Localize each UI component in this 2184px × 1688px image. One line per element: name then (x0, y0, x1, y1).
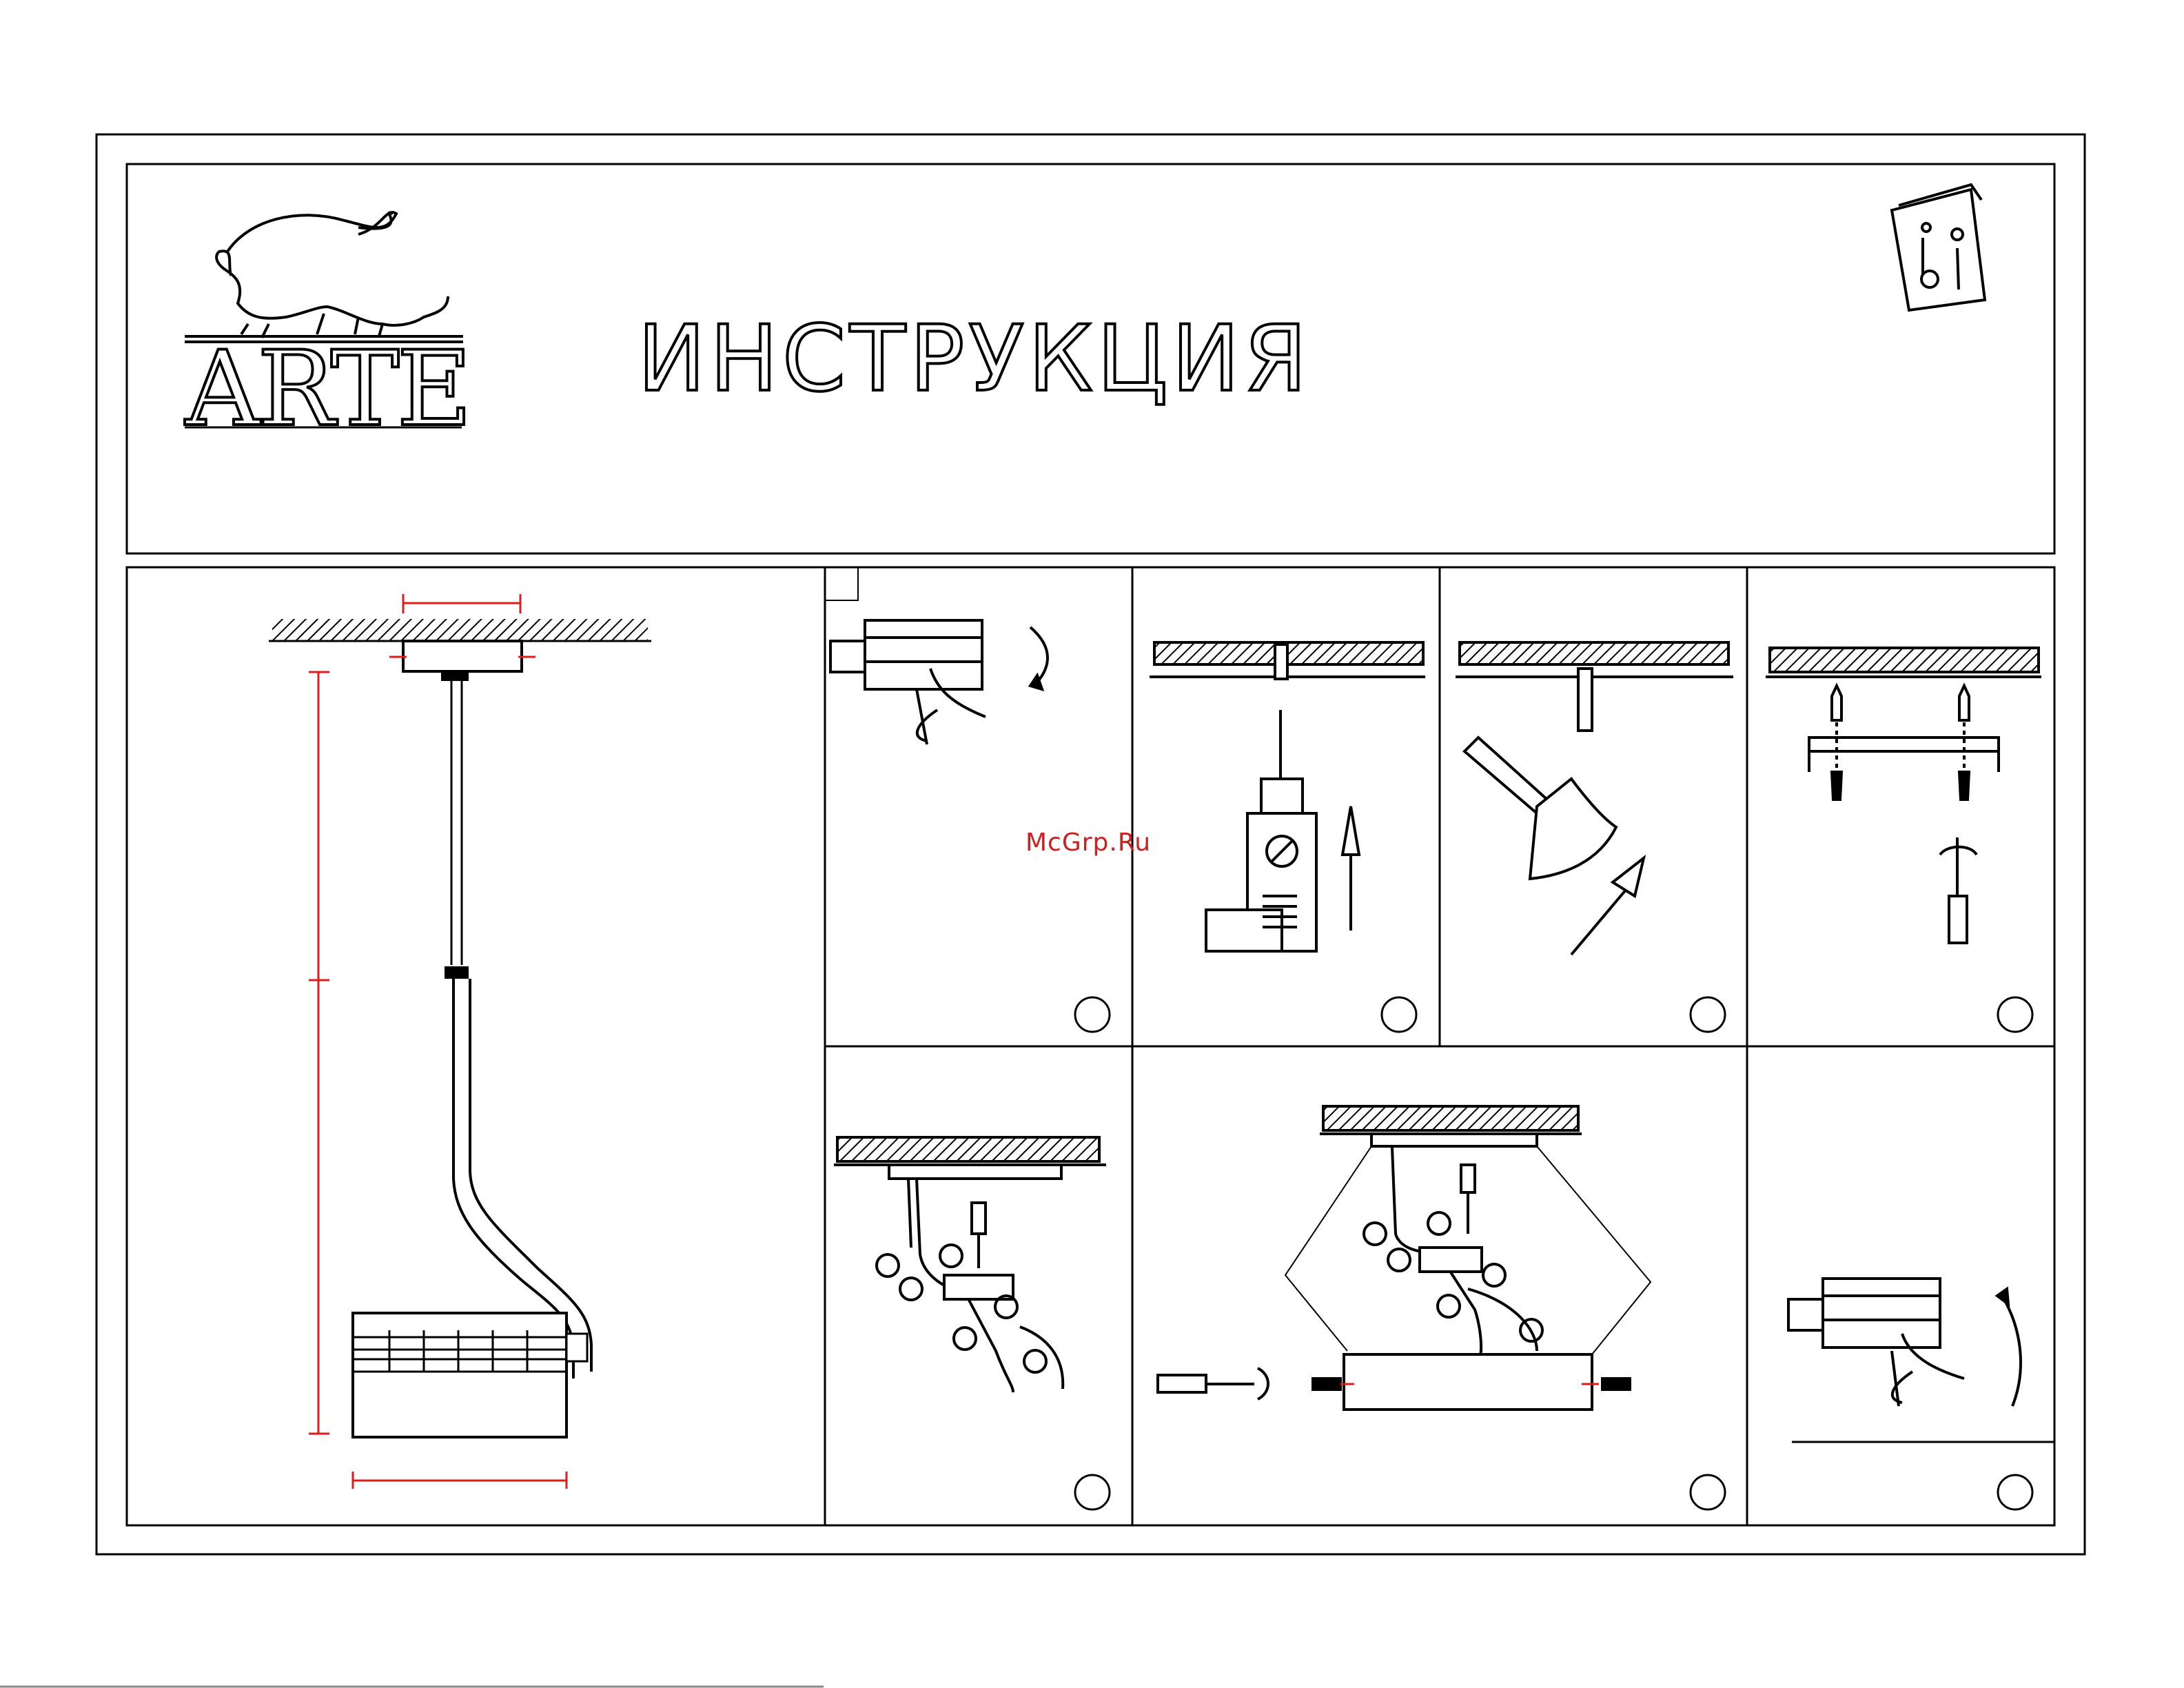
breaker-off-icon (830, 620, 1048, 744)
step-number-circle (1075, 997, 1110, 1032)
step-number-circle (1691, 997, 1725, 1032)
page-title: ИНСТРУКЦИЯ (637, 314, 1312, 405)
breaker-on-icon (1788, 1279, 2021, 1406)
griffin-logo-icon (185, 212, 463, 342)
drill-icon (1150, 642, 1425, 951)
hammer-icon (1456, 642, 1733, 955)
wiring-icon (834, 1137, 1106, 1392)
fixture-dimension-drawing (269, 594, 651, 1489)
watermark-text: McGrp.Ru (1025, 828, 1151, 857)
step-number-circle (1998, 1475, 2032, 1509)
manual-info-icon (1892, 185, 1985, 310)
brand-name: ARTE (183, 338, 472, 441)
step-number-circle (1382, 997, 1416, 1032)
mounting-icon (1158, 1106, 1651, 1410)
step-number-circle (1691, 1475, 1725, 1509)
step-number-circle (1998, 997, 2032, 1032)
screwdriver-icon (1766, 648, 2041, 943)
step-number-circle (1075, 1475, 1110, 1509)
